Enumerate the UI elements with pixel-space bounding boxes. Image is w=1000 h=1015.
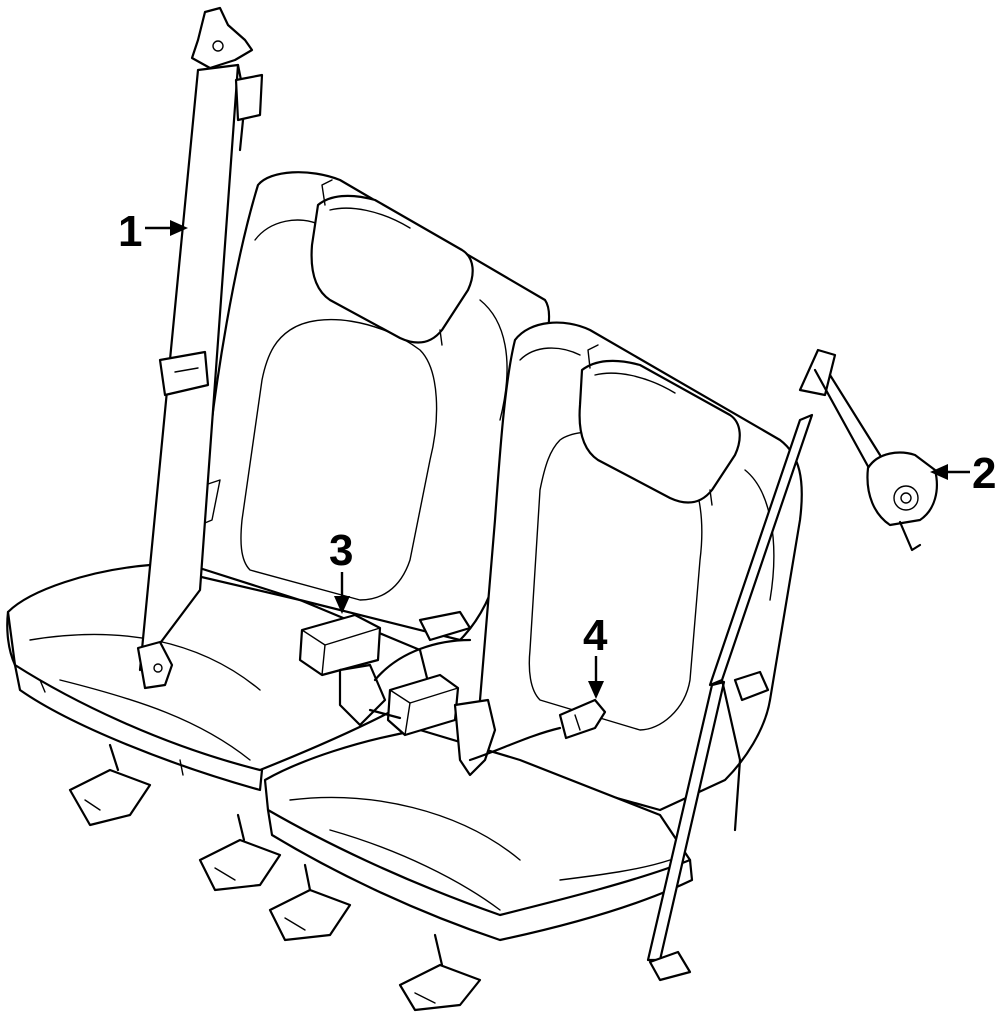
left-seat-cushion — [6, 563, 432, 792]
right-seat-cushion — [263, 728, 694, 942]
callout-arrowhead-3 — [334, 596, 350, 614]
seat-frame-brackets — [68, 743, 482, 1012]
callout-label-2: 2 — [972, 449, 996, 498]
callout-arrowhead-2 — [930, 464, 948, 480]
right-headrest — [578, 344, 741, 506]
callout-label-1: 1 — [118, 207, 142, 256]
callout-arrowhead-1 — [170, 220, 188, 236]
callout-arrows — [145, 220, 970, 699]
center-buckle-assembly — [298, 610, 497, 777]
callout-label-4: 4 — [583, 611, 608, 660]
right-belt-retractor-assembly — [646, 348, 938, 982]
left-headrest — [310, 179, 474, 346]
callout-arrowhead-4 — [588, 681, 604, 699]
wire-harness-assembly — [468, 698, 607, 762]
callout-label-3: 3 — [329, 526, 353, 575]
left-seat-belt-assembly — [136, 6, 264, 690]
